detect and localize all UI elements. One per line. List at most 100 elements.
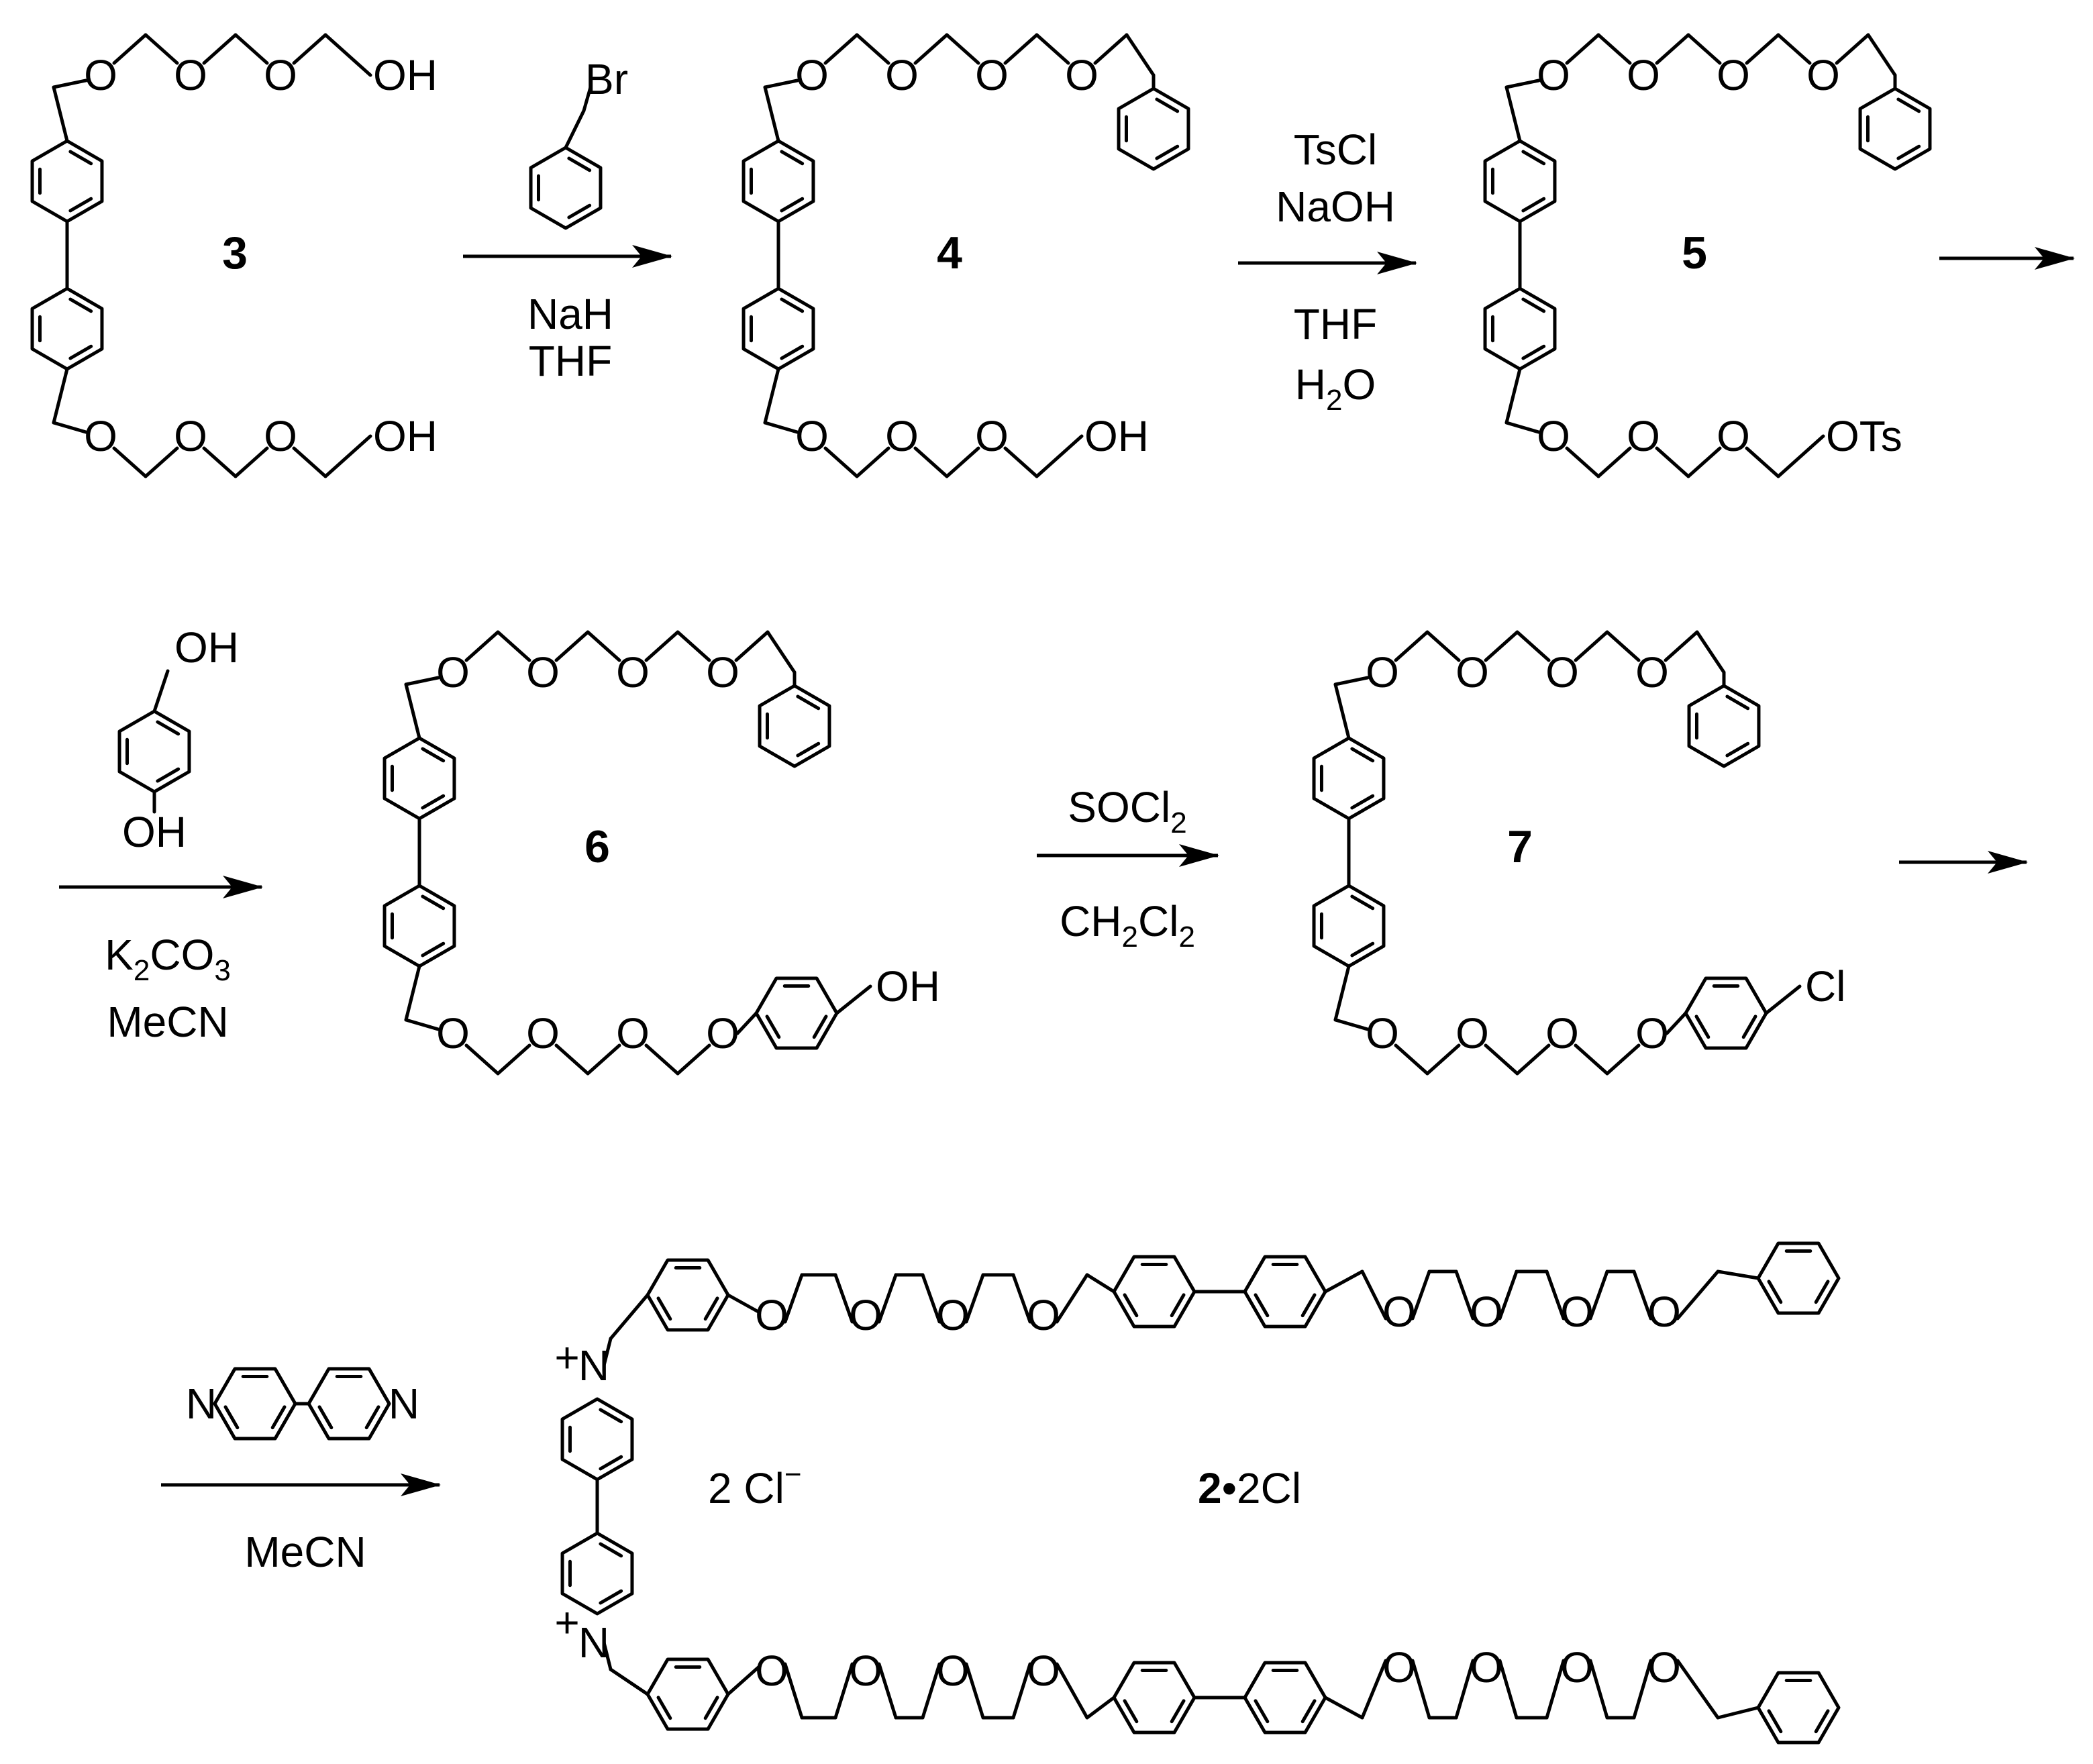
reagent-benzyl-bromide-br: Br (585, 55, 628, 103)
atom-label: O (706, 1009, 739, 1057)
solvent-mecn: MeCN (107, 998, 228, 1046)
atom-label: O (1647, 1643, 1681, 1692)
atom-label: O (885, 412, 919, 460)
compound-6-label: 6 (584, 821, 610, 872)
solvent-ch2cl2: CH2Cl2 (1060, 897, 1195, 953)
atom-label: O (1027, 1291, 1060, 1339)
atom-label: OH (1084, 412, 1149, 460)
solvent-thf: THF (1294, 300, 1377, 348)
atom-label: O (1027, 1647, 1060, 1695)
compound-4: O O O O O O O OH 4 (742, 33, 1190, 478)
atom-label: O (1382, 1643, 1416, 1692)
atom-label: O (1545, 648, 1579, 696)
atom-label: O (795, 412, 829, 460)
atom-label: O (849, 1647, 882, 1695)
atom-label: O (264, 412, 297, 460)
atom-label: O (264, 51, 297, 99)
atom-label: O (174, 51, 207, 99)
atom-label: O (706, 648, 739, 696)
atom-label: O (1537, 412, 1570, 460)
solvent-mecn: MeCN (244, 1528, 366, 1576)
atom-label: O (1366, 1009, 1399, 1057)
atom-label: O (1806, 51, 1840, 99)
atom-label: OTs (1826, 412, 1902, 460)
atom-label: O (1647, 1288, 1681, 1336)
atom-label: O (174, 412, 207, 460)
reagent-tscl: TsCl (1294, 125, 1377, 174)
reagent-socl2: SOCl2 (1068, 783, 1186, 839)
atom-label: O (1560, 1288, 1594, 1336)
bottom-chain: O O O OTs (1504, 412, 1902, 478)
atom-label: OH (174, 623, 239, 672)
atom-label: O (1537, 51, 1570, 99)
atom-label: O (1456, 648, 1489, 696)
atom-label: O (1560, 1643, 1594, 1692)
atom-label: O (1717, 51, 1750, 99)
compound-7-label: 7 (1507, 821, 1533, 872)
positive-charge: + (554, 1598, 579, 1647)
reagent-k2co3: K2CO3 (105, 931, 231, 987)
positive-charge: + (554, 1333, 579, 1382)
atom-label: O (1545, 1009, 1579, 1057)
atom-label: O (84, 51, 117, 99)
atom-label: O (1065, 51, 1099, 99)
atom-label: OH (122, 808, 187, 856)
atom-label: O (1470, 1288, 1503, 1336)
solvent-h2o: H2O (1295, 360, 1376, 417)
atom-label: O (616, 648, 650, 696)
atom-label: O (1717, 412, 1750, 460)
bottom-chain: O O O OH (52, 412, 438, 478)
atom-label: O (526, 1009, 560, 1057)
atom-label: O (1366, 648, 1399, 696)
atom-label: O (526, 648, 560, 696)
atom-label: O (1627, 412, 1660, 460)
atom-label: O (1456, 1009, 1489, 1057)
atom-label: O (755, 1647, 788, 1695)
atom-label: O (936, 1291, 970, 1339)
counter-ion-label: 2 Cl− (708, 1458, 802, 1512)
atom-label: O (849, 1291, 882, 1339)
atom-label: O (1635, 1009, 1669, 1057)
atom-label: O (1635, 648, 1669, 696)
atom-label: O (975, 412, 1009, 460)
atom-label: O (936, 1647, 970, 1695)
atom-label: O (84, 412, 117, 460)
compound-6: O O O O O O O O OH 6 (382, 630, 940, 1076)
atom-label: O (1627, 51, 1660, 99)
atom-label: O (795, 51, 829, 99)
atom-label: O (885, 51, 919, 99)
reagent-naoh: NaOH (1276, 183, 1395, 231)
compound-3-label: 3 (222, 227, 248, 278)
compound-7: O O O O O O O O Cl 7 (1312, 630, 1845, 1076)
bottom-chain: O O O O Cl (1333, 962, 1845, 1076)
compound-4-label: 4 (937, 227, 962, 278)
atom-label: N (186, 1380, 217, 1428)
atom-label: OH (876, 962, 940, 1010)
atom-label: O (1470, 1643, 1503, 1692)
atom-label: O (436, 648, 470, 696)
atom-label: O (755, 1291, 788, 1339)
atom-label: OH (373, 412, 438, 460)
atom-label: Cl (1805, 962, 1845, 1010)
bottom-chain: O O O O OH (404, 962, 940, 1076)
atom-label: O (436, 1009, 470, 1057)
solvent-thf: THF (529, 337, 612, 385)
bottom-chain: O O O OH (763, 412, 1149, 478)
atom-label: O (616, 1009, 650, 1057)
atom-label: N (389, 1380, 419, 1428)
reagent-nah: NaH (527, 290, 613, 338)
step-7-reagents: N N MeCN (186, 1367, 419, 1576)
atom-label: O (975, 51, 1009, 99)
